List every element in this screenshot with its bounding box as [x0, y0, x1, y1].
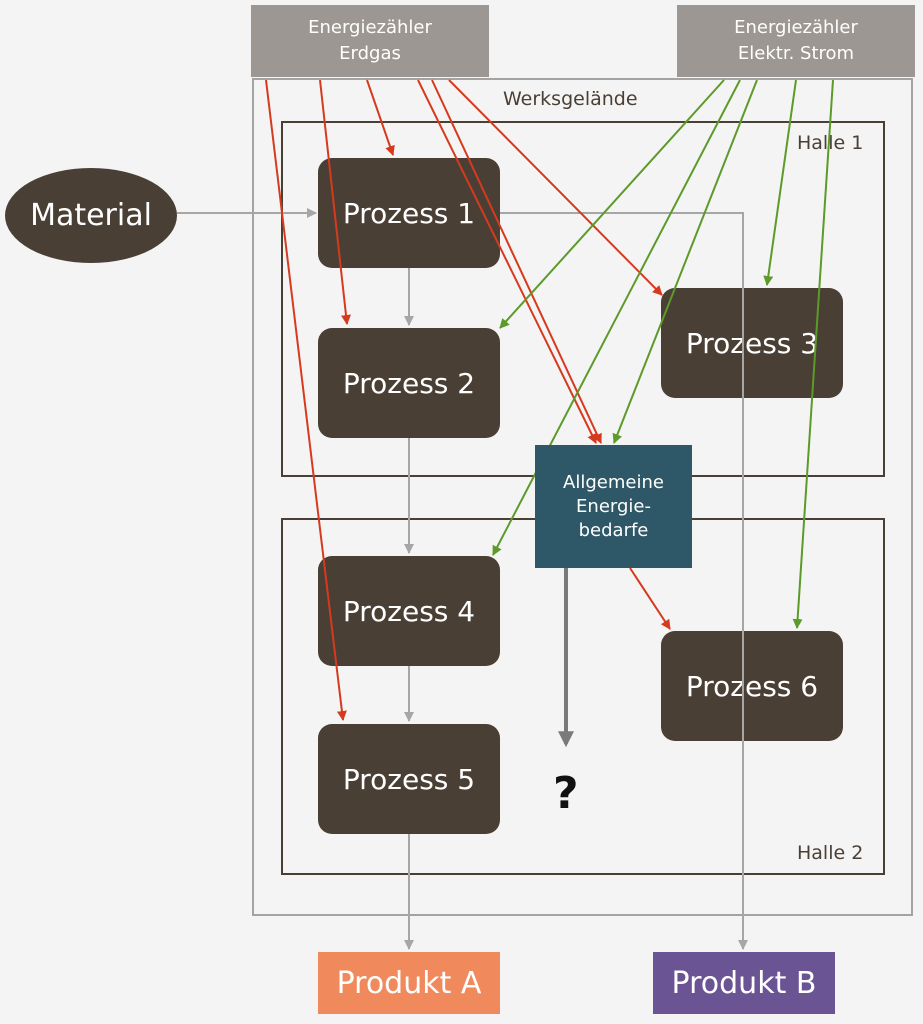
site-label: Werksgelände [503, 88, 638, 110]
gas-meter: Energiezähler Erdgas [251, 5, 489, 77]
gas-to-general-a [417, 79, 597, 444]
gas-to-p3 [448, 79, 663, 296]
gas-to-p1 [366, 79, 395, 156]
power-to-general [612, 79, 758, 444]
process-3: Prozess 3 [661, 288, 843, 398]
hall-2-label: Halle 2 [797, 842, 864, 864]
process-2: Prozess 2 [318, 328, 500, 438]
general-line1: Allgemeine [563, 471, 664, 493]
power-to-p6 [792, 79, 834, 629]
gas-meter-line1: Energiezähler [308, 17, 432, 38]
power-meter: Energiezähler Elektr. Strom [677, 5, 915, 77]
general-energy-demands: Allgemeine Energie- bedarfe [535, 445, 692, 568]
power-to-p3 [763, 79, 797, 286]
hall-1-label: Halle 1 [797, 132, 864, 154]
process-5: Prozess 5 [318, 724, 500, 834]
unknown-consumer-mark: ? [553, 768, 579, 819]
general-line2: Energie- [576, 495, 651, 517]
process-1: Prozess 1 [318, 158, 500, 268]
process-4: Prozess 4 [318, 556, 500, 666]
gas-to-p2 [319, 79, 351, 325]
site-boundary [252, 78, 913, 916]
gas-meter-line2: Erdgas [339, 43, 401, 64]
product-b: Produkt B [653, 952, 835, 1014]
power-to-p4 [492, 79, 741, 556]
gas-to-p5 [265, 79, 347, 721]
general-to-p6 [629, 567, 671, 630]
gas-to-general-b [431, 79, 602, 444]
product-a: Produkt A [318, 952, 500, 1014]
power-meter-line1: Energiezähler [734, 17, 858, 38]
process-6: Prozess 6 [661, 631, 843, 741]
material-source: Material [5, 168, 177, 263]
power-to-p2 [499, 79, 725, 329]
general-line3: bedarfe [578, 519, 649, 541]
power-meter-line2: Elektr. Strom [737, 43, 855, 64]
